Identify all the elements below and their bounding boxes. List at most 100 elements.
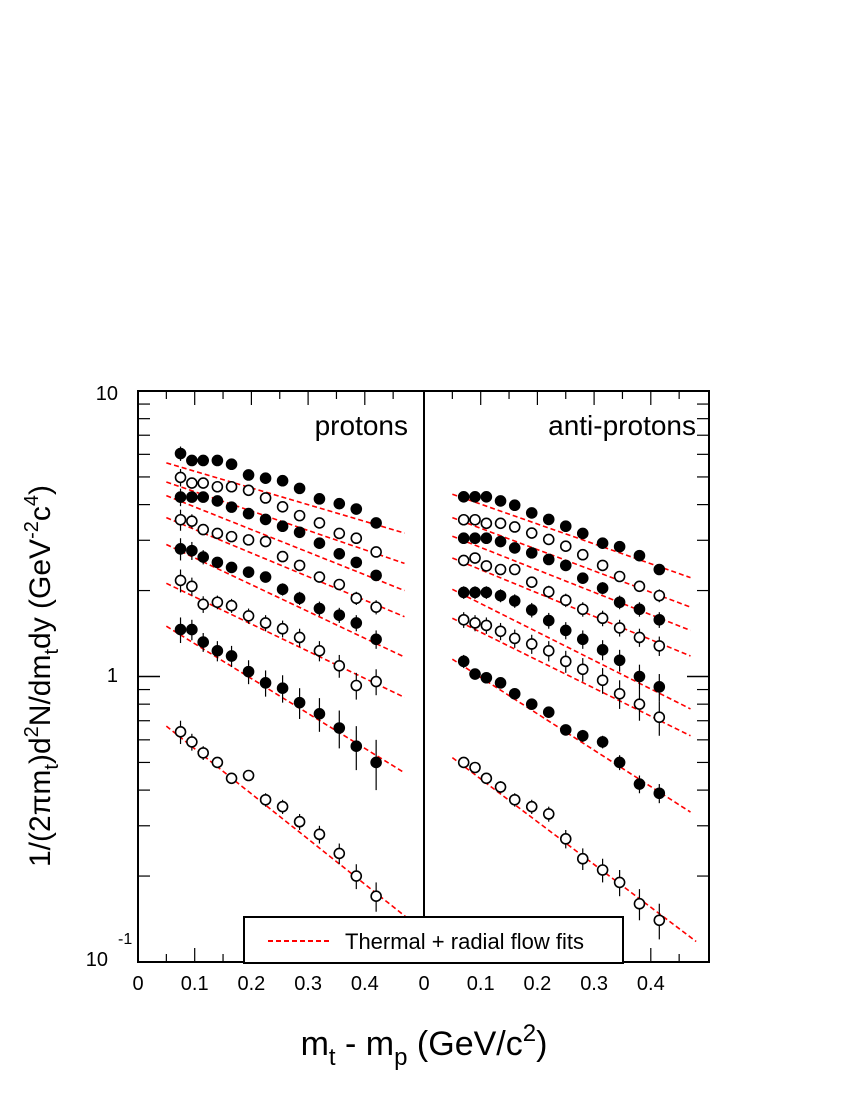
data-point-filled — [186, 544, 198, 557]
data-point-filled — [350, 740, 363, 752]
data-point-filled — [211, 556, 224, 569]
data-point-open — [259, 535, 272, 548]
data-point-filled — [174, 447, 187, 460]
data-point-open — [211, 480, 224, 493]
fit-line — [166, 543, 405, 658]
data-point-filled — [276, 583, 289, 596]
x-tick-label: 0.2 — [237, 973, 265, 995]
data-point-open — [559, 594, 572, 607]
data-point-filled — [259, 513, 272, 526]
data-point-open — [542, 533, 555, 546]
panel-label-anti-protons: anti-protons — [548, 410, 696, 441]
data-point-open — [559, 833, 572, 845]
data-point-open — [174, 513, 187, 526]
fit-line — [451, 756, 697, 943]
data-point-open — [197, 523, 210, 536]
data-point-open — [596, 864, 609, 876]
data-point-filled — [542, 706, 555, 718]
data-point-open — [653, 589, 666, 602]
data-point-open — [225, 599, 238, 612]
x-axis-title: mt - mp (GeV/c2) — [301, 1020, 548, 1071]
fit-line — [452, 493, 691, 579]
data-point-open — [576, 548, 589, 561]
data-point-filled — [469, 586, 481, 599]
data-point-open — [293, 815, 306, 828]
data-point-filled — [613, 756, 626, 769]
data-point-filled — [525, 698, 538, 710]
fit-line — [165, 725, 411, 921]
data-point-open — [313, 517, 326, 529]
fit-line — [166, 494, 405, 592]
data-point-filled — [596, 582, 609, 594]
data-point-open — [293, 559, 306, 572]
data-point-filled — [469, 532, 481, 545]
data-point-open — [559, 540, 572, 553]
data-point-filled — [350, 503, 363, 515]
data-point-filled — [559, 724, 572, 736]
data-point-open — [350, 532, 363, 545]
data-point-open — [211, 596, 224, 609]
data-point-open — [225, 772, 238, 785]
data-point-filled — [211, 454, 224, 467]
data-point-open — [508, 563, 521, 576]
fit-line — [452, 535, 691, 632]
data-point-filled — [542, 614, 555, 627]
data-point-open — [211, 756, 224, 769]
data-point-filled — [186, 491, 198, 503]
data-point-filled — [525, 547, 538, 559]
data-point-open — [259, 617, 272, 629]
data-point-open — [259, 793, 272, 806]
data-point-filled — [197, 636, 210, 648]
data-point-filled — [525, 507, 538, 519]
data-point-filled — [242, 507, 255, 520]
data-point-filled — [276, 682, 289, 694]
data-point-open — [242, 534, 255, 546]
data-point-filled — [494, 535, 507, 548]
data-point-open — [457, 513, 470, 526]
data-point-filled — [480, 671, 493, 684]
data-point-open — [525, 576, 538, 588]
data-point-filled — [457, 586, 470, 599]
data-point-open — [633, 897, 646, 910]
data-point-open — [559, 655, 572, 668]
data-point-filled — [469, 491, 481, 503]
data-point-open — [313, 828, 326, 841]
data-point-filled — [480, 586, 493, 599]
data-point-open — [633, 580, 646, 593]
data-point-open — [469, 761, 481, 774]
data-point-filled — [276, 474, 289, 487]
data-point-filled — [242, 469, 255, 481]
data-point-open — [576, 663, 589, 676]
data-point-filled — [293, 526, 306, 539]
data-point-filled — [225, 650, 238, 662]
data-point-open — [469, 552, 481, 564]
y-tick-exponent: -1 — [118, 931, 132, 948]
data-point-open — [197, 598, 210, 611]
data-point-filled — [494, 495, 507, 507]
data-point-open — [333, 527, 346, 540]
data-point-filled — [494, 677, 507, 689]
data-point-open — [242, 769, 255, 782]
fit-line — [166, 462, 405, 534]
data-point-open — [186, 580, 198, 593]
data-point-filled — [293, 592, 306, 605]
data-point-open — [350, 592, 363, 605]
panel-label-protons: protons — [315, 410, 408, 441]
data-point-filled — [197, 491, 210, 503]
data-point-filled — [333, 548, 346, 560]
data-point-open — [211, 527, 224, 540]
data-point-open — [293, 509, 306, 522]
data-point-open — [457, 613, 470, 626]
data-point-open — [494, 517, 507, 530]
data-point-filled — [225, 561, 238, 574]
y-tick-label-10: 10 — [96, 383, 118, 405]
data-point-open — [276, 622, 289, 635]
data-point-filled — [350, 556, 363, 569]
data-point-filled — [613, 654, 626, 667]
data-point-open — [174, 726, 187, 738]
y-tick-label-10-pow-minus-1: 10 — [86, 949, 108, 971]
data-point-filled — [333, 722, 346, 734]
data-point-open — [186, 477, 198, 489]
